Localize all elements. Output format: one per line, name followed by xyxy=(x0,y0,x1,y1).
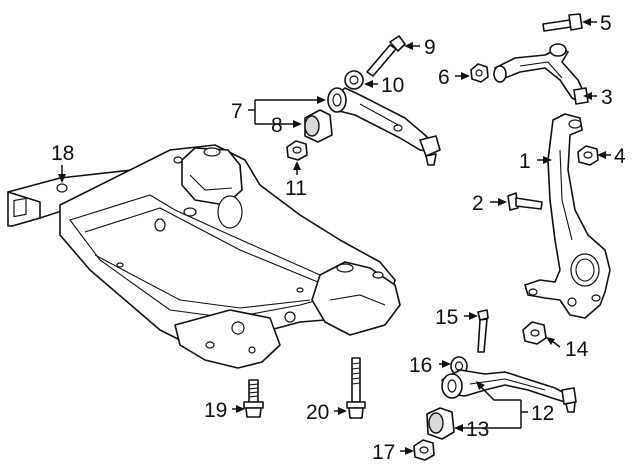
callout-9: 9 xyxy=(424,36,436,59)
callout-10: 10 xyxy=(381,74,404,97)
callout-19: 19 xyxy=(204,399,227,422)
part-2-bolt xyxy=(507,192,543,211)
part-5-bolt xyxy=(542,13,583,32)
part-9-bolt xyxy=(366,35,406,77)
callout-5: 5 xyxy=(600,12,612,35)
callout-20: 20 xyxy=(306,401,329,424)
part-13-bushing xyxy=(426,407,455,440)
part-14-nut xyxy=(522,321,547,345)
callout-15: 15 xyxy=(435,306,458,329)
callout-6: 6 xyxy=(438,66,450,89)
part-3-upper-arm xyxy=(493,43,589,105)
subframe xyxy=(7,144,401,369)
part-7-control-arm xyxy=(327,87,441,166)
callout-7: 7 xyxy=(231,100,243,123)
part-12-lower-arm xyxy=(441,369,577,413)
callout-12: 12 xyxy=(531,402,554,425)
part-1-knuckle xyxy=(524,113,611,319)
part-10-washer xyxy=(344,70,364,90)
callout-17: 17 xyxy=(372,441,395,464)
part-11-nut xyxy=(286,140,308,161)
part-15-bolt xyxy=(477,309,489,353)
part-17-nut xyxy=(413,439,435,461)
callout-8: 8 xyxy=(271,114,283,137)
callout-13: 13 xyxy=(466,418,489,441)
part-20-bolt xyxy=(346,357,366,419)
callout-2: 2 xyxy=(472,192,484,215)
part-19-bolt xyxy=(243,379,264,418)
callout-14: 14 xyxy=(565,338,589,361)
callout-4: 4 xyxy=(614,145,626,168)
callout-16: 16 xyxy=(409,354,432,377)
callout-18: 18 xyxy=(51,142,74,165)
part-4-nut xyxy=(577,145,599,166)
leader-lines xyxy=(58,18,611,455)
part-8-bushing xyxy=(304,109,333,143)
callout-11: 11 xyxy=(285,177,307,200)
callout-3: 3 xyxy=(601,86,613,109)
part-6-nut xyxy=(470,63,489,83)
callout-1: 1 xyxy=(519,150,531,173)
